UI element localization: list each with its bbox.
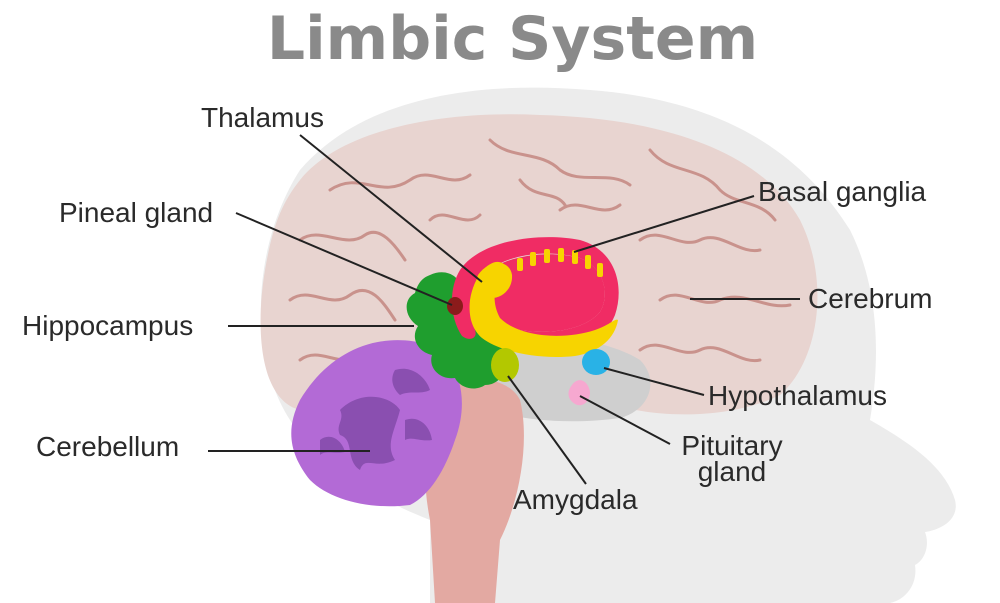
- label-hippocampus: Hippocampus: [22, 310, 194, 341]
- pineal-gland-shape: [447, 297, 463, 315]
- label-hypothalamus: Hypothalamus: [708, 380, 887, 411]
- label-cerebrum: Cerebrum: [808, 283, 933, 314]
- label-basal-ganglia: Basal ganglia: [758, 176, 927, 207]
- cerebrum-gyri: [288, 138, 792, 377]
- yellow-crescent: [469, 261, 618, 358]
- label-pineal-gland: Pineal gland: [59, 197, 214, 228]
- amygdala-shape: [491, 348, 519, 382]
- thalamus-nub: [476, 262, 513, 299]
- basal-ganglia-dashes: [517, 248, 603, 277]
- label-pituitary-gland: Pituitary gland: [674, 430, 790, 487]
- label-pituitary-line1: Pituitary: [681, 430, 783, 461]
- label-pituitary-line2: gland: [697, 456, 767, 487]
- label-thalamus: Thalamus: [201, 102, 324, 133]
- label-cerebellum: Cerebellum: [36, 431, 180, 462]
- hypothalamus-shape: [582, 349, 610, 375]
- leader-lines: [208, 134, 800, 485]
- label-amygdala: Amygdala: [513, 484, 638, 515]
- diagram-title: Limbic System: [266, 4, 759, 74]
